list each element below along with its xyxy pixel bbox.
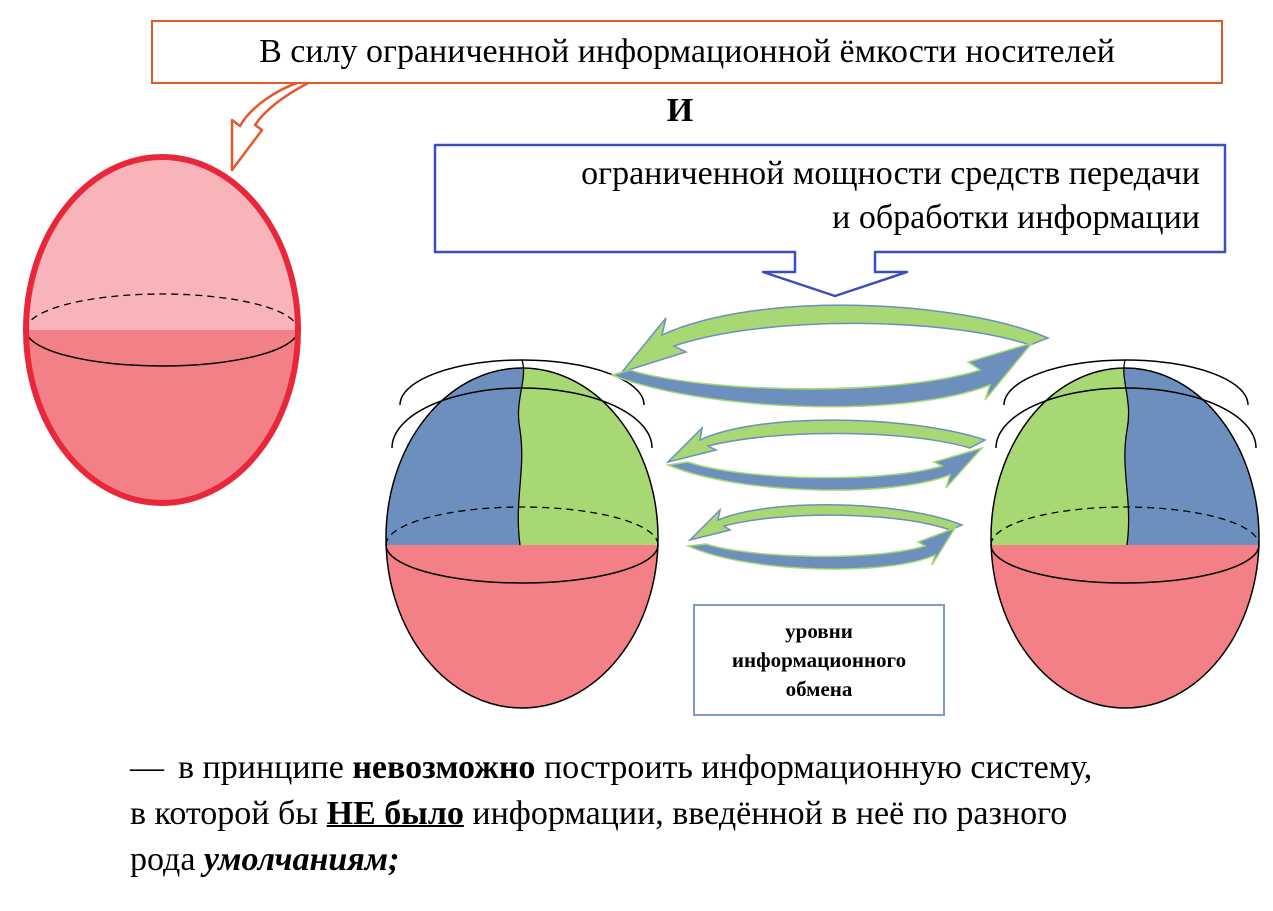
conclusion-line-3: рода умолчаниям; xyxy=(130,837,1260,883)
conclusion-line-2: в которой бы НЕ было информации, введённ… xyxy=(130,791,1260,837)
red-egg xyxy=(23,154,301,506)
green-arrow-left-3 xyxy=(687,504,964,542)
levels-label-line-2: информационного xyxy=(731,647,907,672)
right-caption-line-2: и обработки информации xyxy=(832,199,1200,236)
exchange-arrows-level-2 xyxy=(665,419,987,491)
conclusion-part-3: в которой бы xyxy=(130,795,319,832)
top-callout-arrow xyxy=(230,80,312,172)
exchange-arrows-level-1 xyxy=(609,304,1050,408)
top-caption-box: В силу ограниченной информационной ёмкос… xyxy=(151,20,1223,84)
and-label: И xyxy=(666,92,694,129)
blue-arrow-right-3 xyxy=(685,526,957,570)
levels-label-box xyxy=(693,604,945,716)
conclusion-part-2: построить информационную систему, xyxy=(543,749,1093,786)
right-callout-box xyxy=(433,143,1227,298)
conclusion-bold-underlined: НЕ было xyxy=(326,795,464,832)
exchange-arrows-level-3 xyxy=(685,504,964,570)
conclusion-part-5: рода xyxy=(130,841,196,878)
top-caption-text: В силу ограниченной информационной ёмкос… xyxy=(259,33,1115,70)
conclusion-italic: умолчаниям xyxy=(203,841,389,878)
left-sphere xyxy=(385,359,659,709)
levels-label-text: уровни информационного обмена xyxy=(694,605,944,715)
conclusion-bold: невозможно xyxy=(352,749,536,786)
right-caption-line-1: ограниченной мощности средств передачи xyxy=(581,155,1200,192)
blue-arrow-right-2 xyxy=(665,446,985,491)
right-caption-text: ограниченной мощности средств передачи и… xyxy=(440,152,1200,240)
levels-label-line-3: обмена xyxy=(785,676,853,701)
conclusion-dash: — xyxy=(130,749,164,786)
conclusion-line-1: — в принципе невозможно построить информа… xyxy=(130,745,1260,791)
conclusion-part-1: в принципе xyxy=(178,749,344,786)
blue-arrow-right-1 xyxy=(609,341,1035,408)
right-sphere xyxy=(990,359,1260,709)
green-arrow-left-2 xyxy=(665,419,987,464)
conclusion-part-4: информации, введённой в неё по разного xyxy=(472,795,1068,832)
levels-label-line-1: уровни xyxy=(785,618,853,643)
conclusion-end: ; xyxy=(388,841,400,878)
conclusion-text: — в принципе невозможно построить информа… xyxy=(130,745,1260,883)
